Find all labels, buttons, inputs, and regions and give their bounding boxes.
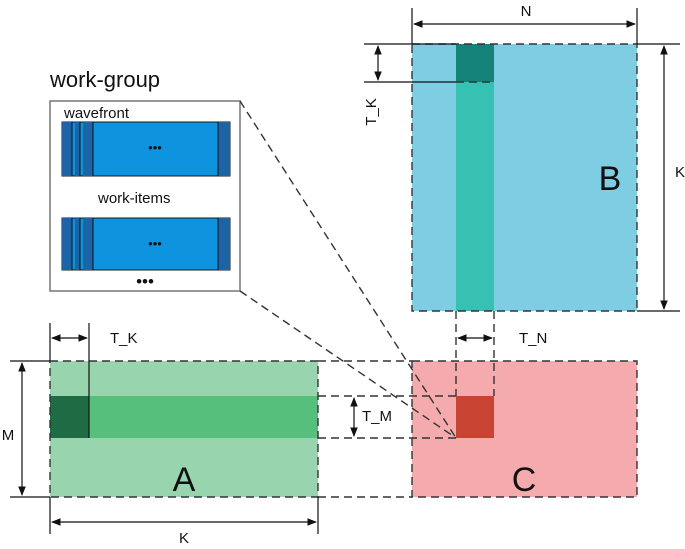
matrix-a-label: A [173,461,196,499]
dim-b-n: N [411,3,638,44]
matrix-b-column-strip [456,44,494,311]
matrix-a-row-strip [50,396,318,438]
dim-a-tm: T_M [350,397,392,437]
svg-text:M: M [2,427,15,444]
svg-text:N: N [521,3,532,20]
wavefront-bar-2: ••• [61,217,231,271]
dim-a-tk: T_K [49,323,138,438]
wavefront-ellipsis-2: ••• [148,236,162,251]
svg-text:T_M: T_M [362,408,392,425]
wavefront-label: wavefront [63,105,130,122]
svg-text:T_K: T_K [110,330,138,347]
dashed-connectors [239,100,495,498]
workitems-label: work-items [97,190,171,207]
svg-text:K: K [179,530,189,547]
matrix-c-tile [456,396,494,438]
matrix-c [412,361,637,497]
dim-b-k: K [637,43,685,312]
workgroup-more-ellipsis: ••• [136,272,154,291]
matrix-c-border [411,360,638,498]
matrix-c-label: C [512,461,537,499]
matrix-a-border [49,360,319,498]
matrix-b-label: B [599,160,622,198]
matrix-a-tile [50,396,89,438]
wavefront-bar-1: ••• [61,121,231,177]
dim-c-tn: T_N [457,330,547,347]
workgroup-title: work-group [49,67,160,92]
svg-text:K: K [675,164,685,181]
matrix-b-border [411,43,638,312]
svg-text:T_K: T_K [363,98,380,126]
dim-a-m: M [2,360,50,498]
wavefront-ellipsis-1: ••• [148,140,162,155]
svg-text:T_N: T_N [519,330,547,347]
matrix-b [412,44,637,311]
dim-a-k: K [49,497,319,547]
dim-b-tk: T_K [363,43,456,126]
matrix-b-tile [456,44,494,82]
